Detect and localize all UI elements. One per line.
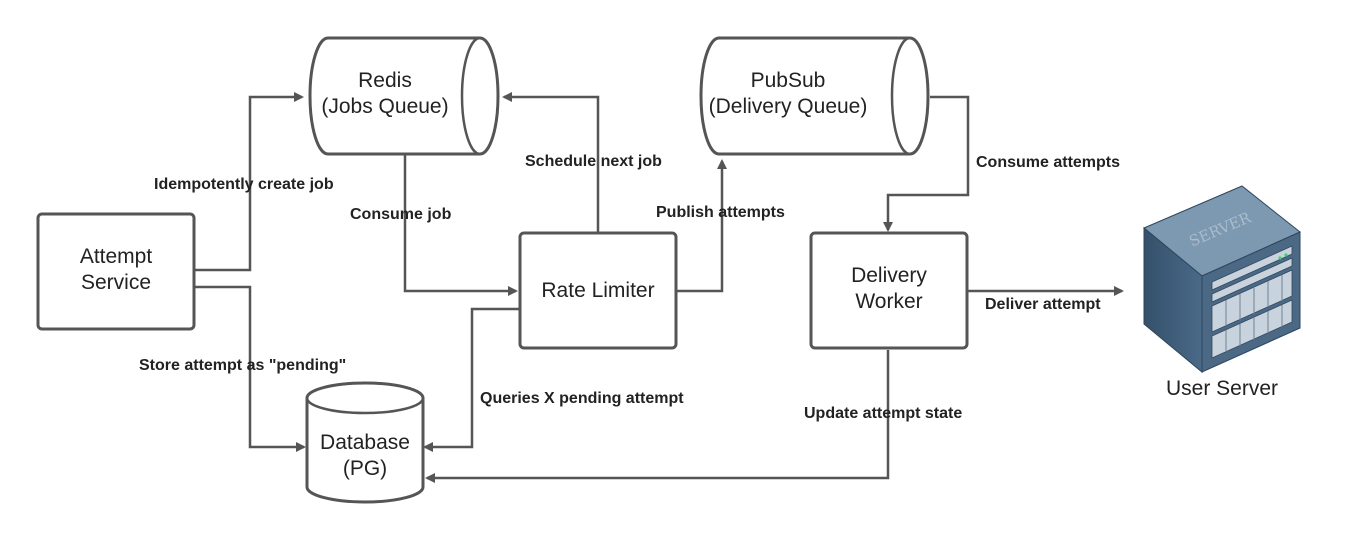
- label-publish-attempts: Publish attempts: [656, 204, 785, 221]
- redis-subtitle: (Jobs Queue): [321, 95, 448, 118]
- attempt-service-node: Attempt Service: [36, 212, 196, 331]
- edge-schedule-next-job: [502, 92, 600, 232]
- rate-limiter-node: Rate Limiter: [518, 231, 678, 350]
- label-idempotently-create-job: Idempotently create job: [154, 176, 334, 193]
- label-update-attempt-state: Update attempt state: [804, 405, 962, 422]
- attempt-service-line2: Service: [81, 271, 151, 294]
- edge-publish-attempts: [677, 159, 727, 293]
- delivery-worker-line2: Worker: [855, 290, 922, 313]
- label-deliver-attempt: Deliver attempt: [985, 296, 1101, 313]
- database-title: Database: [320, 431, 410, 454]
- pubsub-title: PubSub: [751, 69, 826, 92]
- delivery-worker-line1: Delivery: [851, 264, 927, 287]
- edge-consume-attempts: [883, 95, 970, 232]
- edge-update-attempt-state: [425, 350, 890, 483]
- label-queries-pending: Queries X pending attempt: [480, 390, 684, 407]
- pubsub-delivery-queue-node: PubSub (Delivery Queue): [699, 36, 930, 156]
- edge-queries-pending: [423, 307, 519, 452]
- database-subtitle: (PG): [343, 457, 387, 480]
- redis-jobs-queue-node: Redis (Jobs Queue): [308, 36, 500, 156]
- label-consume-job: Consume job: [350, 206, 452, 223]
- edge-idempotently-create-job: [195, 92, 304, 272]
- edge-consume-job: [403, 155, 518, 296]
- database-node: Database (PG): [305, 381, 425, 504]
- redis-title: Redis: [358, 69, 412, 92]
- label-schedule-next-job: Schedule next job: [525, 153, 662, 170]
- attempt-service-line1: Attempt: [80, 245, 153, 268]
- edge-store-attempt-pending: [195, 285, 306, 452]
- delivery-worker-node: Delivery Worker: [809, 231, 969, 350]
- pubsub-subtitle: (Delivery Queue): [709, 95, 868, 118]
- label-consume-attempts: Consume attempts: [976, 154, 1120, 171]
- user-server-label: User Server: [1166, 377, 1278, 400]
- rate-limiter-label: Rate Limiter: [541, 279, 654, 302]
- label-store-attempt-pending: Store attempt as "pending": [139, 357, 346, 374]
- server-icon: SERVER: [1143, 185, 1301, 374]
